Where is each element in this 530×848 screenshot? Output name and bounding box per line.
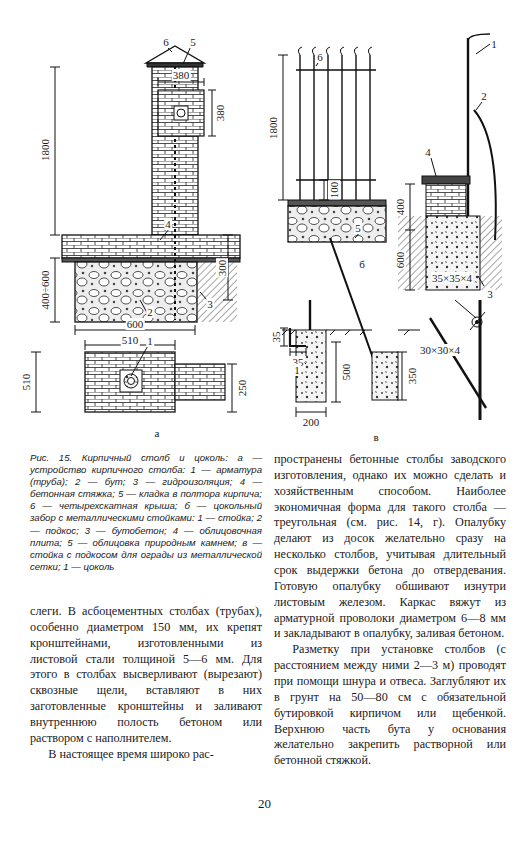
callout-label: 4 bbox=[424, 146, 432, 158]
figure-caption: Рис. 15. Кирпичный столб и цоколь: а — у… bbox=[30, 452, 262, 573]
callout-label: 1 bbox=[490, 38, 498, 50]
callout-label: 200 bbox=[302, 416, 321, 428]
callout-label: 2 bbox=[146, 306, 154, 318]
callout-label: 35 bbox=[270, 331, 282, 344]
callout-label: 6 bbox=[162, 36, 170, 48]
callout-label: б bbox=[358, 258, 366, 270]
callout-label: 1800 bbox=[39, 138, 51, 162]
callout-label: 400÷600 bbox=[39, 269, 51, 310]
callout-label: 5 bbox=[189, 36, 197, 48]
callout-label: 4 bbox=[164, 218, 172, 230]
callout-label: 35×35×4 bbox=[431, 272, 473, 284]
callout-label: 380 bbox=[214, 104, 226, 123]
callout-label: 600 bbox=[126, 318, 145, 330]
callout-label: 300 bbox=[216, 259, 228, 278]
callout-label: 1 bbox=[146, 335, 154, 347]
callout-label: в bbox=[372, 431, 379, 443]
callout-label: 400 bbox=[394, 198, 406, 217]
body-paragraph: слеги. В асбоцементных столбах (трубах),… bbox=[30, 604, 262, 747]
callout-label: 1800 bbox=[267, 116, 279, 140]
body-paragraph: пространены бетонные столбы заводского и… bbox=[274, 452, 506, 642]
callout-label: 510 bbox=[121, 334, 140, 346]
callout-label: 30×30×4 bbox=[419, 344, 461, 356]
callout-label: 3 bbox=[486, 288, 494, 300]
callout-label: 350 bbox=[406, 367, 418, 386]
body-paragraph: Разметку при установке столбов (с рассто… bbox=[274, 642, 506, 769]
callout-label: 600 bbox=[394, 251, 406, 270]
page-number: 20 bbox=[258, 796, 271, 812]
callout-label: 250 bbox=[236, 379, 248, 398]
callout-label: 500 bbox=[340, 363, 352, 382]
callout-label: 3 bbox=[206, 298, 214, 310]
callout-label: 6 bbox=[316, 51, 324, 63]
callout-label: 2 bbox=[480, 90, 488, 102]
callout-label: 5 bbox=[354, 222, 362, 234]
callout-label: 100 bbox=[328, 181, 340, 200]
callout-label: 510 bbox=[20, 373, 32, 392]
callout-label: 1 bbox=[293, 364, 301, 376]
callout-label: 380 bbox=[172, 69, 191, 81]
body-paragraph: В настоящее время широко рас- bbox=[30, 747, 262, 763]
callout-label: а bbox=[154, 427, 161, 439]
